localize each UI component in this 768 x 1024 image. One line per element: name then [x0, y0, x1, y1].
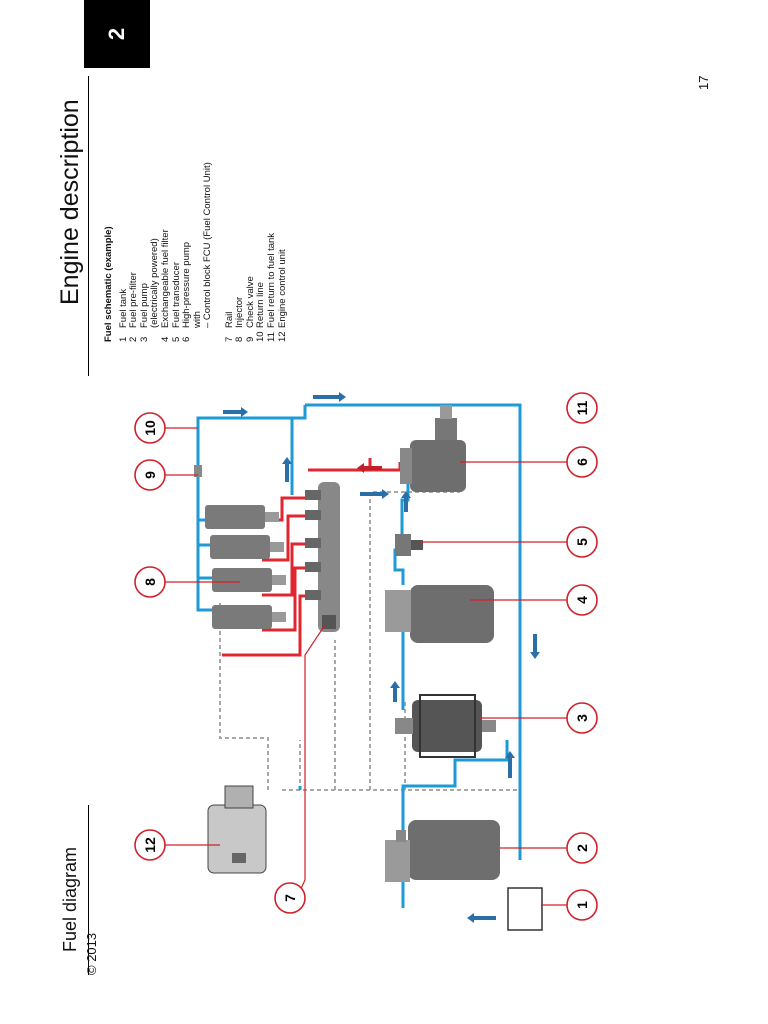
arrow-up-icon — [505, 751, 515, 778]
callout-circle — [566, 526, 598, 558]
check-valve — [194, 465, 202, 477]
arrow-up-icon — [390, 681, 400, 702]
header-rule — [88, 76, 89, 376]
callout-label: 10 — [142, 420, 158, 436]
injectors — [205, 505, 286, 629]
chapter-tab: 2 — [84, 0, 150, 68]
fuel-diagram-rule — [88, 805, 89, 975]
callout-circle — [566, 832, 598, 864]
callout-circle — [566, 889, 598, 921]
arrow-up-icon — [401, 491, 411, 512]
callout-label: 11 — [574, 400, 590, 415]
callout-label: 2 — [574, 844, 590, 852]
arrow-right-icon — [223, 407, 248, 417]
callout-circle — [134, 829, 166, 861]
callout-circle — [566, 392, 598, 424]
rail — [305, 482, 340, 632]
callout-circle — [566, 446, 598, 478]
fuel-transducer — [395, 534, 423, 556]
callout-circle — [134, 459, 166, 491]
high-pressure-pump — [400, 405, 466, 492]
callout-label: 3 — [574, 714, 590, 722]
callout-label: 1 — [574, 901, 590, 909]
fuel-pump — [395, 694, 496, 758]
callout-circle — [134, 566, 166, 598]
arrow-left-icon — [467, 913, 496, 923]
callout-circle — [566, 702, 598, 734]
callout-circle — [134, 412, 166, 444]
fuel-filter — [385, 585, 494, 643]
callout-label: 9 — [142, 471, 158, 479]
arrow-left-icon — [357, 463, 382, 473]
callout-label: 7 — [282, 894, 298, 902]
callout-circle — [566, 584, 598, 616]
callout-label: 8 — [142, 578, 158, 586]
callout-label: 5 — [574, 538, 590, 546]
fuel-tank — [507, 887, 543, 931]
flow-arrows — [223, 392, 540, 923]
arrow-down-icon — [530, 634, 540, 659]
arrow-up-icon — [282, 457, 292, 482]
engine-control-unit — [207, 785, 267, 874]
callout-label: 4 — [574, 596, 590, 604]
callout-circle — [274, 882, 306, 914]
callout-label: 12 — [142, 837, 158, 853]
callout-label: 6 — [574, 458, 590, 466]
arrow-right-icon — [313, 392, 346, 402]
arrow-right-icon — [360, 489, 389, 499]
fuel-pre-filter — [385, 820, 500, 882]
